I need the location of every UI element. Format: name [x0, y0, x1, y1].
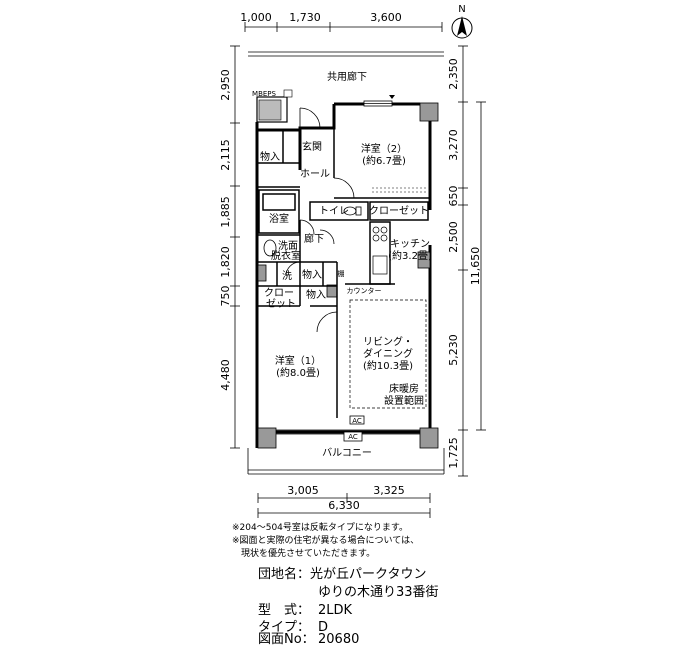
- shelf-label: 棚: [338, 269, 345, 278]
- storage2-label: 物入: [302, 268, 322, 281]
- dim-right-5: 5,230: [447, 334, 460, 366]
- mbeps-label: MBEPS: [252, 90, 276, 98]
- western2-name: 洋室（2）: [361, 142, 407, 155]
- dim-left-5: 750: [219, 286, 232, 307]
- dim-left-6: 4,480: [219, 359, 232, 391]
- dim-top-1: 1,000: [240, 11, 272, 24]
- storage3-label: 物入: [306, 288, 326, 301]
- dim-bottom-2: 3,325: [373, 484, 405, 497]
- dim-right-2: 3,270: [447, 129, 460, 161]
- complex-label: 団地名：: [258, 567, 311, 582]
- living-label-1: リビング・: [363, 335, 413, 348]
- kitchen-size: (約3.2畳): [388, 249, 432, 262]
- notes: ※204～504号室は反転タイプになります。 ※図面と実際の住宅が異なる場合につ…: [232, 522, 419, 561]
- window-marker: [389, 95, 395, 99]
- ac-label-indoor: AC: [352, 417, 362, 425]
- closet2-label-2: ゼット: [266, 298, 296, 310]
- complex-name-line1: 光が丘パークタウン: [310, 567, 427, 582]
- closet1-label: クローゼット: [369, 205, 429, 217]
- top-dimensions: [244, 22, 443, 32]
- columns: [257, 102, 439, 449]
- mbeps-inner: [258, 99, 282, 121]
- dim-bottom-1: 3,005: [287, 484, 319, 497]
- living-size: (約10.3畳): [363, 359, 413, 372]
- floorheat-label-2: 設置範囲: [384, 394, 424, 407]
- north-window: [363, 100, 393, 107]
- dim-top-3: 3,600: [370, 11, 402, 24]
- compass-north-label: N: [458, 4, 465, 15]
- kind-value: D: [318, 620, 329, 635]
- wash-label: 洗: [282, 270, 292, 282]
- dim-right-6: 1,725: [447, 437, 460, 469]
- toilet-fixture: [343, 206, 362, 216]
- balcony-railing: [247, 448, 445, 475]
- dim-right-total: 11,650: [469, 247, 482, 286]
- type-row: 型 式： 2LDK: [258, 602, 352, 620]
- western2-size: (約6.7畳): [362, 154, 406, 167]
- corridor-label: 共用廊下: [327, 70, 367, 83]
- kitchen-name: キッチン: [390, 238, 430, 250]
- dim-left-1: 2,950: [219, 69, 232, 101]
- kitchen-fixtures: [372, 226, 388, 275]
- complex-name-row: 団地名：光が丘パークタウン: [258, 566, 427, 584]
- kind-row: タイプ： D: [258, 619, 328, 637]
- dim-bottom-total: 6,330: [328, 499, 360, 512]
- western1-name: 洋室（1）: [275, 354, 321, 367]
- hall-label: ホール: [300, 168, 330, 180]
- dim-left-2: 2,115: [219, 139, 232, 171]
- ac-unit-outdoor: [343, 431, 363, 442]
- corridor-railing: [248, 51, 444, 57]
- balcony-label: バルコニー: [322, 447, 372, 459]
- storage1-label: 物入: [260, 150, 280, 163]
- dim-right-1: 2,350: [447, 58, 460, 90]
- outer-walls: [255, 102, 432, 448]
- wash-basin: [263, 239, 277, 257]
- kind-label: タイプ：: [258, 620, 311, 635]
- dim-top-2: 1,730: [289, 11, 321, 24]
- ac-unit-indoor: [349, 415, 365, 425]
- washroom-label-1: 洗面: [278, 240, 298, 252]
- interior-walls: [257, 128, 430, 418]
- left-dimensions: [230, 45, 240, 449]
- dim-right-4: 2,500: [447, 221, 460, 253]
- note-line-2: ※図面と実際の住宅が異なる場合については、: [232, 536, 420, 546]
- north-compass: N: [451, 4, 473, 39]
- closet-lines: [372, 187, 428, 193]
- dim-left-3: 1,885: [219, 196, 232, 228]
- type-value: 2LDK: [318, 603, 353, 618]
- closet2-label-1: クロー: [264, 287, 294, 299]
- drawing-label: 図面No：: [258, 632, 315, 647]
- western1-size: (約8.0畳): [276, 366, 320, 379]
- mbeps-meter: [283, 89, 293, 98]
- floor-heating-range: [349, 299, 427, 409]
- floorheat-label-1: 床暖房: [389, 382, 419, 395]
- complex-name-row-2: ゆりの木通り33番街: [318, 584, 439, 602]
- drawing-row: 図面No：20680: [258, 631, 359, 649]
- complex-name-line2: ゆりの木通り33番街: [318, 585, 439, 600]
- type-label: 型 式：: [258, 603, 311, 618]
- toilet-label: トイレ: [319, 206, 349, 217]
- drawing-value: 20680: [318, 632, 360, 647]
- note-line-3: 現状を優先させていただきます。: [232, 549, 376, 559]
- dim-right-3: 650: [447, 186, 460, 207]
- door-swings: [285, 107, 355, 333]
- hallway-label: 廊下: [304, 232, 324, 245]
- right-dimensions: [458, 45, 486, 477]
- living-label-2: ダイニング: [363, 347, 413, 360]
- note-line-1: ※204～504号室は反転タイプになります。: [232, 523, 408, 533]
- bath-label: 浴室: [269, 212, 289, 225]
- ac-label-outdoor: AC: [348, 433, 358, 441]
- washroom-label-2: 脱衣室: [271, 249, 301, 262]
- dim-left-4: 1,820: [219, 246, 232, 278]
- counter-label: カウンター: [347, 286, 382, 295]
- bottom-dimensions: [257, 493, 431, 518]
- entrance-label: 玄関: [302, 140, 322, 153]
